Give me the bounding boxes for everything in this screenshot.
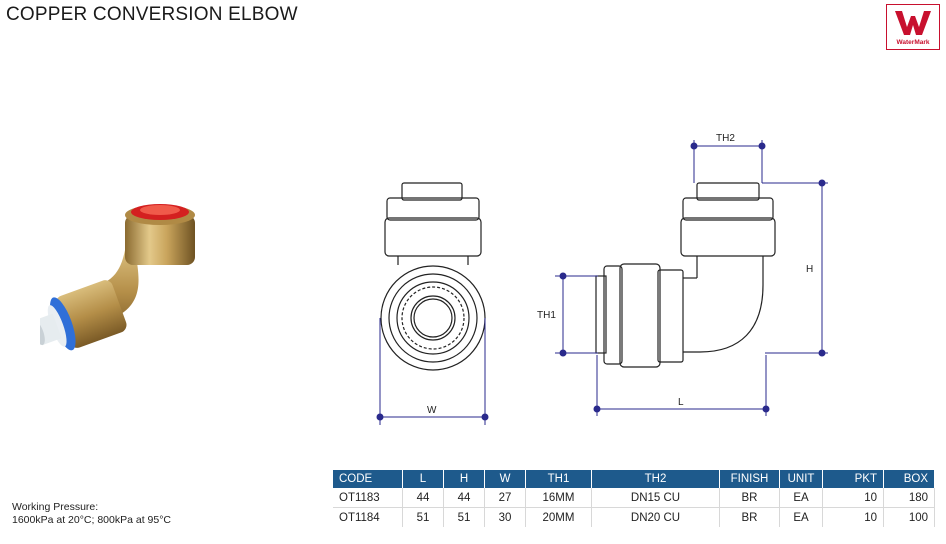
dimension-lines [376, 140, 828, 425]
cell-l: 44 [402, 488, 444, 508]
cell-unit: EA [779, 488, 823, 508]
col-w: W [484, 470, 526, 488]
dim-label-th2: TH2 [716, 133, 735, 144]
cell-w: 27 [484, 488, 526, 508]
side-view [595, 182, 776, 368]
technical-drawing: W TH2 H TH1 L [376, 133, 828, 425]
cell-finish: BR [719, 507, 780, 527]
table-row: OT1184 51 51 30 20MM DN20 CU BR EA 10 10… [333, 507, 935, 527]
cell-unit: EA [779, 507, 823, 527]
table-row: OT1183 44 44 27 16MM DN15 CU BR EA 10 18… [333, 488, 935, 508]
product-photo [40, 204, 195, 351]
cell-finish: BR [719, 488, 780, 508]
spec-table: CODE L H W TH1 TH2 FINISH UNIT PKT BOX O… [333, 470, 935, 527]
col-th2: TH2 [591, 470, 720, 488]
cell-th1: 20MM [525, 507, 592, 527]
cell-h: 51 [443, 507, 485, 527]
col-finish: FINISH [719, 470, 780, 488]
cell-pkt: 10 [822, 488, 884, 508]
dim-label-l: L [678, 397, 684, 408]
pressure-label: Working Pressure: [12, 501, 99, 513]
cell-box: 180 [883, 488, 935, 508]
col-box: BOX [883, 470, 935, 488]
spec-table-header: CODE L H W TH1 TH2 FINISH UNIT PKT BOX [333, 470, 935, 488]
watermark-w-icon [895, 11, 931, 35]
cell-box: 100 [883, 507, 935, 527]
cell-l: 51 [402, 507, 444, 527]
dim-label-w: W [427, 405, 437, 416]
working-pressure: Working Pressure: 1600kPa at 20°C; 800kP… [12, 501, 171, 527]
pressure-value: 1600kPa at 20°C; 800kPa at 95°C [12, 514, 172, 526]
cell-pkt: 10 [822, 507, 884, 527]
cell-code: OT1184 [333, 507, 403, 527]
col-l: L [402, 470, 444, 488]
cell-code: OT1183 [333, 488, 403, 508]
col-pkt: PKT [822, 470, 884, 488]
dim-label-th1: TH1 [537, 310, 556, 321]
cell-th2: DN15 CU [591, 488, 720, 508]
logo-text: WaterMark [896, 39, 930, 46]
cell-h: 44 [443, 488, 485, 508]
col-th1: TH1 [525, 470, 592, 488]
cell-th2: DN20 CU [591, 507, 720, 527]
page-title: COPPER CONVERSION ELBOW [6, 4, 298, 25]
cell-th1: 16MM [525, 488, 592, 508]
col-code: CODE [333, 470, 403, 488]
cell-w: 30 [484, 507, 526, 527]
col-unit: UNIT [779, 470, 823, 488]
front-view [380, 182, 486, 371]
watermark-logo: WaterMark [886, 4, 940, 50]
col-h: H [443, 470, 485, 488]
dim-label-h: H [806, 264, 813, 275]
